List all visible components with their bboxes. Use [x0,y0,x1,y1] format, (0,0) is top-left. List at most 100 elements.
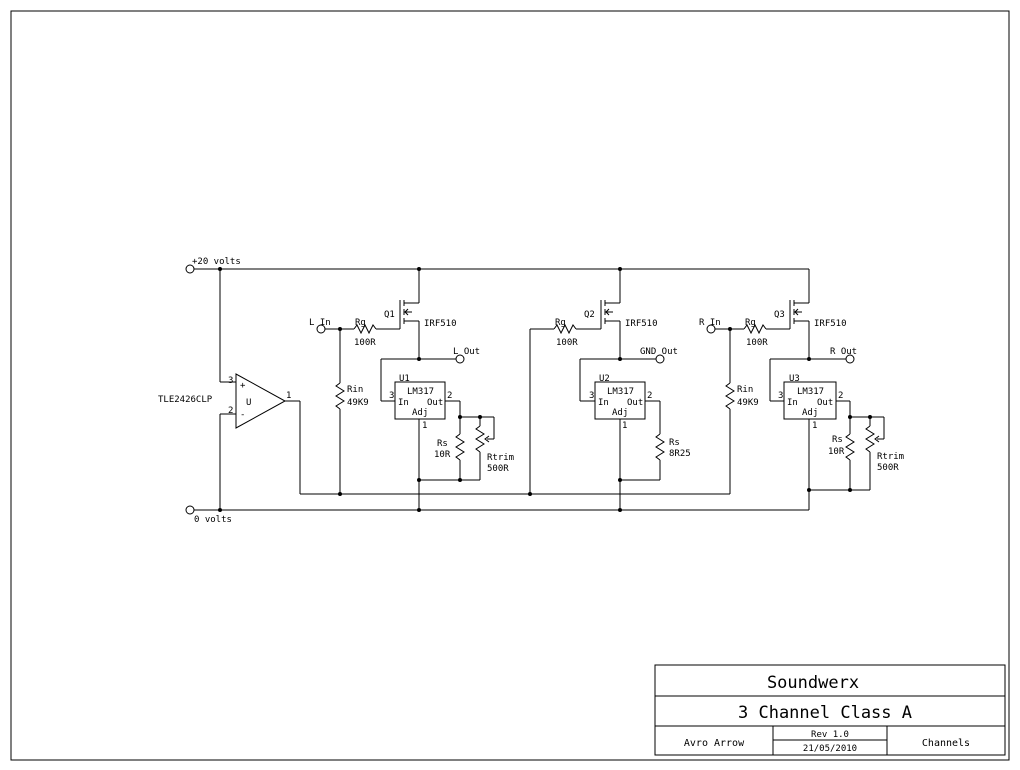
ground-rail-terminal [185,505,195,515]
opamp-pin-out: 1 [286,391,291,401]
ground-reg-out: Out [627,398,643,408]
opamp-plus: + [240,381,246,391]
ground-output-terminal [655,354,665,364]
ground-reg-ref: U2 [599,374,610,384]
ground-reg-adj: Adj [612,408,628,418]
ground-rg-value: 100R [556,338,578,348]
opamp-pin-plus: 3 [228,376,233,386]
title-sheet: Channels [922,738,970,749]
right-rtrim-pot [865,425,875,453]
ground-mosfet-ref: Q2 [584,310,595,320]
right-reg-pin-in: 3 [778,391,783,401]
right-mosfet-ref: Q3 [774,310,785,320]
left-reg-ref: U1 [399,374,410,384]
ground-rs-resistor [655,433,665,461]
positive-rail: +20 volts [185,257,809,274]
opamp-minus: - [240,410,245,420]
left-rin-ref: Rin [347,385,363,395]
opamp-part: TLE2426CLP [158,395,213,405]
left-rtrim-value: 500R [487,464,509,474]
right-mosfet-q3: Q3 IRF510 [774,269,847,359]
left-reg-pin-out: 2 [447,391,452,401]
channel-left: L In Rg 100R Q1 IRF510 Rin 49K9 [309,269,514,510]
right-rg-ref: Rg [745,318,756,328]
title-author: Avro Arrow [684,738,745,749]
opamp-body [235,373,287,429]
left-reg-in: In [398,398,409,408]
ground-reg-pin-in: 3 [589,391,594,401]
left-output-terminal [455,354,465,364]
right-reg-pin-out: 2 [838,391,843,401]
title-company: Soundwerx [767,673,859,693]
right-rtrim-ref: Rtrim [877,452,904,462]
right-rs-ref: Rs [832,435,843,445]
ground-mosfet-q2: Q2 IRF510 [584,269,658,359]
left-mosfet-part: IRF510 [424,319,457,329]
positive-rail-terminal [185,264,195,274]
left-rg-resistor [353,323,377,335]
right-rin-value: 49K9 [737,398,759,408]
right-output-terminal [845,354,855,364]
left-rin-resistor [335,382,345,410]
right-rin-ref: Rin [737,385,753,395]
ground-rail: 0 volts [185,505,809,525]
left-rg-ref: Rg [355,318,366,328]
left-reg-adj: Adj [412,408,428,418]
left-reg-pin-adj: 1 [422,421,427,431]
ground-reg-pin-adj: 1 [622,421,627,431]
ground-rs-ref: Rs [669,438,680,448]
right-output-label: R Out [830,347,857,357]
left-input-label: L In [309,318,331,328]
ground-rail-label: 0 volts [194,515,232,525]
positive-rail-label: +20 volts [192,257,241,267]
title-drawing: 3 Channel Class A [738,703,912,723]
right-mosfet-part: IRF510 [814,319,847,329]
ground-rg-ref: Rg [555,318,566,328]
right-reg-pin-adj: 1 [812,421,817,431]
right-rs-value: 10R [828,447,845,457]
left-rtrim-pot [475,425,485,453]
right-rin-resistor [725,382,735,410]
opamp-symbol: U [246,398,251,408]
left-reg-pin-in: 3 [389,391,394,401]
left-reg-out: Out [427,398,443,408]
left-rs-value: 10R [434,450,451,460]
right-rg-value: 100R [746,338,768,348]
left-reg-part: LM317 [407,387,434,397]
opamp-pin-minus: 2 [228,406,233,416]
left-rs-ref: Rs [437,439,448,449]
title-revision: Rev 1.0 [811,730,849,740]
left-mosfet-q1: Q1 IRF510 [384,269,457,359]
right-reg-ref: U3 [789,374,800,384]
title-block: Soundwerx 3 Channel Class A Avro Arrow R… [654,664,1006,756]
virtual-ground-bus [300,492,730,496]
right-rtrim-value: 500R [877,463,899,473]
channel-right: R In Rg 100R Q3 IRF510 Rin 49K9 R [699,269,904,510]
left-mosfet-ref: Q1 [384,310,395,320]
left-rs-resistor [455,433,465,461]
left-output-label: L Out [453,347,480,357]
right-rg-resistor [743,323,767,335]
ground-rs-value: 8R25 [669,449,691,459]
drawing-border [10,10,1010,761]
ground-reg-pin-out: 2 [647,391,652,401]
title-date: 21/05/2010 [803,744,857,754]
right-rs-resistor [845,433,855,461]
right-input-label: R In [699,318,721,328]
left-rin-value: 49K9 [347,398,369,408]
ground-reg-part: LM317 [607,387,634,397]
opamp-tle2426: + - U 3 2 1 TLE2426CLP [158,269,301,510]
ground-mosfet-part: IRF510 [625,319,658,329]
ground-output-label: GND Out [640,347,678,357]
left-rg-value: 100R [354,338,376,348]
channel-ground: Rg 100R Q2 IRF510 GND Out U2 LM317 In Ou… [529,269,691,510]
ground-reg-in: In [598,398,609,408]
right-reg-in: In [787,398,798,408]
ground-rg-resistor [553,323,577,335]
right-reg-adj: Adj [802,408,818,418]
left-rtrim-ref: Rtrim [487,453,514,463]
right-reg-part: LM317 [797,387,824,397]
right-reg-out: Out [817,398,833,408]
